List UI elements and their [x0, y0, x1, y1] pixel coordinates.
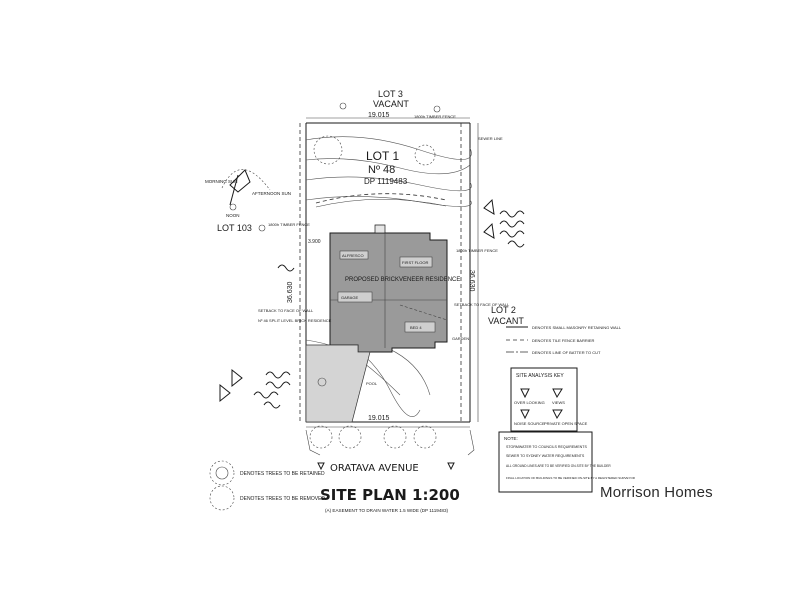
- fence-top-note: 1800h TIMBER FENCE: [414, 114, 456, 119]
- drawing-subtitle: (A) EASEMENT TO DRAIN WATER 1.5 WIDE (DP…: [325, 508, 449, 513]
- room-pool: POOL: [366, 381, 378, 386]
- lot3-label: LOT 3: [378, 89, 403, 99]
- legend-item-fence-barrier: DENOTES TILE FENCE BARRIER: [532, 338, 594, 343]
- overlooking-key-icon: [520, 388, 530, 399]
- lot1-dp: DP 1119483: [364, 177, 408, 186]
- setback-right-note: SETBACK TO FACE OF WALL: [454, 302, 510, 307]
- linetype-legend: [506, 326, 528, 353]
- trees-retained-label: DENOTES TREES TO BE RETAINED: [240, 471, 325, 477]
- afternoon-sun-label: AFTERNOON SUN: [252, 191, 291, 196]
- lot2-sub-label: VACANT: [488, 316, 524, 326]
- note-1: STORMWATER TO COUNCILS REQUIREMENTS: [506, 445, 587, 449]
- lot103-label: LOT 103: [217, 223, 252, 233]
- street-name: ORATAVA AVENUE: [330, 463, 419, 474]
- note-3: ALL GROUND LINES ARE TO BE VERIFIED ON-S…: [506, 464, 611, 468]
- right-depth-dimension: 36.630: [468, 270, 475, 292]
- notes-box: [498, 431, 593, 493]
- brand-logo-text: Morrison Homes: [600, 484, 713, 501]
- noise-source-icon-left: [253, 264, 295, 409]
- site-analysis-key-box: [510, 367, 578, 432]
- room-garage: GARAGE: [341, 295, 358, 300]
- key-views: VIEWS: [552, 400, 565, 405]
- noise-source-icon-right: [483, 198, 525, 248]
- noon-label: NOON: [226, 213, 240, 218]
- fence-right-note: 1800h TIMBER FENCE: [456, 248, 498, 253]
- garden-note: GARDEN: [452, 336, 469, 341]
- room-first-floor: FIRST FLOOR: [402, 260, 428, 265]
- lot1-number: Nº 48: [368, 164, 395, 176]
- tree-removed-icon: [209, 485, 235, 511]
- bottom-width-dimension: 19.015: [368, 415, 390, 422]
- sewer-line-note: SEWER LINE: [478, 136, 503, 141]
- notes-title: NOTE:: [504, 436, 518, 441]
- overlooking-icon-left: [219, 368, 243, 403]
- views-key-icon: [552, 388, 563, 399]
- key-noise: NOISE SOURCE: [514, 421, 545, 426]
- room-bed4: BED 4: [410, 325, 422, 330]
- note-2: SEWER TO SYDNEY WATER REQUIREMENTS: [506, 454, 585, 458]
- room-alfresco: ALFRESCO: [342, 253, 364, 258]
- key-overlooking: OVER LOOKING: [514, 400, 545, 405]
- note-4: FINAL LOCATION OF BUILDINGS TO BE VERIFI…: [506, 476, 636, 480]
- legend-item-retaining-wall: DENOTES SMALL MASONRY RETAINING WALL: [532, 325, 622, 330]
- legend-item-batter: DENOTES LINE OF BATTER TO CUT: [532, 350, 601, 355]
- residence-title-line: PROPOSED BRICKVENEER RESIDENCE: [345, 277, 460, 283]
- private-open-space: [305, 344, 371, 423]
- top-width-dimension: 19.015: [368, 112, 390, 119]
- lot2-label: LOT 2: [491, 305, 516, 315]
- tree-group-top: [313, 135, 436, 166]
- north-arrow-icon: [221, 169, 271, 211]
- site-analysis-title: SITE ANALYSIS KEY: [516, 373, 564, 379]
- setback-top-dimension: 3.900: [308, 239, 321, 245]
- lot3-sub-label: VACANT: [373, 99, 409, 109]
- tree-retained-icon: [209, 460, 235, 486]
- street-trees: [309, 425, 437, 449]
- trees-removed-label: DENOTES TREES TO BE REMOVED: [240, 496, 325, 502]
- morning-sun-label: MORNING SUN: [205, 179, 238, 184]
- residence-left-note: Nº 46 SPLIT LEVEL BRICK RESIDENCE: [258, 318, 332, 323]
- fence-left-note: 1800h TIMBER FENCE: [268, 222, 310, 227]
- setback-left-note: SETBACK TO FACE OF WALL: [258, 308, 314, 313]
- key-private: PRIVATE OPEN SPACE: [544, 421, 588, 426]
- noise-key-icon: [520, 409, 530, 420]
- lot1-label: LOT 1: [366, 149, 399, 163]
- private-space-key-icon: [552, 409, 563, 420]
- drawing-title: SITE PLAN 1:200: [320, 486, 460, 504]
- left-depth-dimension: 36.630: [287, 281, 294, 303]
